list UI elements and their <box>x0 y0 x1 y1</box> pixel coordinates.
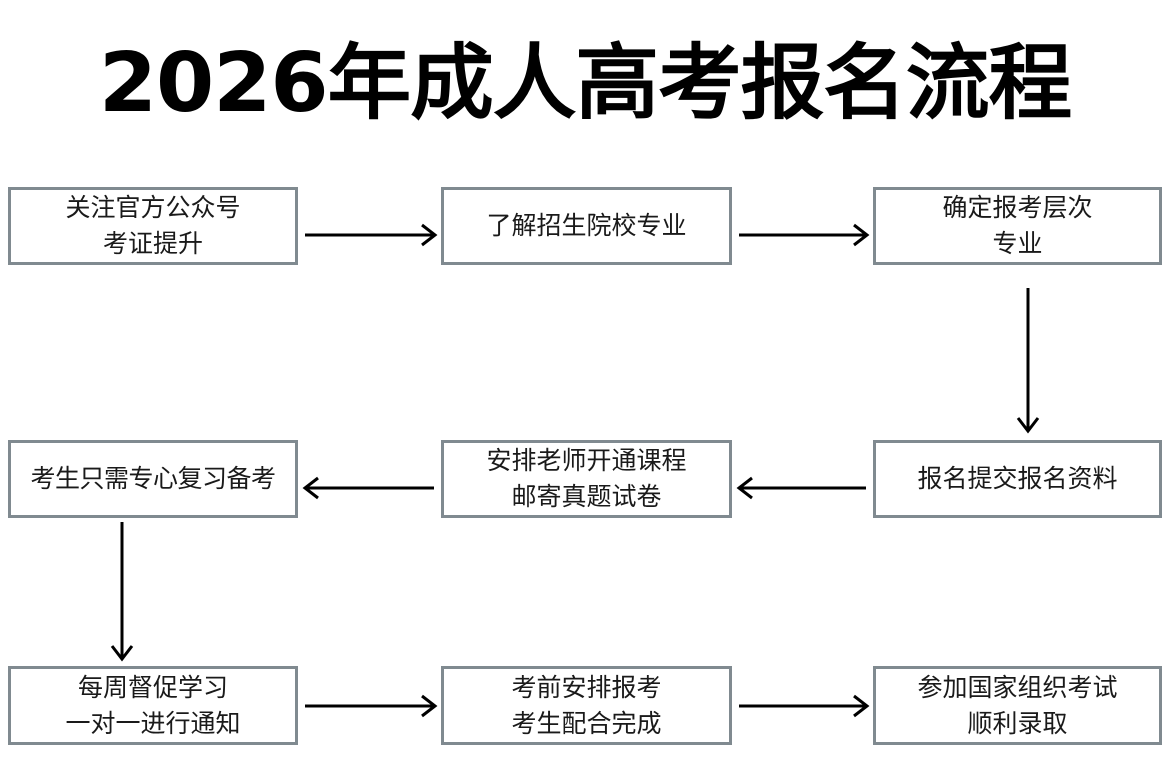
flow-node-line: 考生配合完成 <box>511 708 662 738</box>
flow-node-line: 关注官方公众号 <box>65 193 241 222</box>
flow-node-teacher-course-and-papers[interactable]: 安排老师开通课程 邮寄真题试卷 <box>441 440 732 518</box>
arrow-right-n2-n3 <box>739 223 870 247</box>
flow-node-line: 顺利录取 <box>967 708 1068 738</box>
arrow-down-n3-n4 <box>1016 288 1040 434</box>
flow-node-line: 参加国家组织考试 <box>917 672 1118 702</box>
flow-node-line: 一对一进行通知 <box>65 708 241 738</box>
arrow-right-n1-n2 <box>305 223 438 247</box>
arrow-right-n7-n8 <box>305 694 438 718</box>
flow-node-line: 每周督促学习 <box>77 672 228 702</box>
flow-node-line: 安排老师开通课程 <box>486 446 687 475</box>
flow-node-learn-schools-majors[interactable]: 了解招生院校专业 <box>441 187 732 265</box>
flow-node-line: 考证提升 <box>102 229 203 258</box>
flow-node-submit-application-materials[interactable]: 报名提交报名资料 <box>873 440 1162 518</box>
arrow-left-n5-n6 <box>302 476 434 500</box>
arrow-down-n6-n7 <box>110 522 134 662</box>
page-title: 2026年成人高考报名流程 <box>98 36 1072 131</box>
flow-node-line: 考生只需专心复习备考 <box>30 464 276 493</box>
flow-node-line: 报名提交报名资料 <box>917 464 1118 493</box>
flow-node-pre-exam-registration[interactable]: 考前安排报考 考生配合完成 <box>441 666 732 745</box>
flow-node-student-focus-review[interactable]: 考生只需专心复习备考 <box>8 440 298 518</box>
flow-node-line: 专业 <box>992 229 1043 258</box>
flow-node-confirm-level-major[interactable]: 确定报考层次 专业 <box>873 187 1162 265</box>
flow-node-line: 确定报考层次 <box>942 193 1093 222</box>
arrow-right-n8-n9 <box>739 694 870 718</box>
flow-node-follow-official-account[interactable]: 关注官方公众号 考证提升 <box>8 187 298 265</box>
flow-node-line: 邮寄真题试卷 <box>511 482 662 511</box>
flow-node-line: 了解招生院校专业 <box>486 211 687 240</box>
flow-node-take-exam-and-admitted[interactable]: 参加国家组织考试 顺利录取 <box>873 666 1162 745</box>
flow-node-weekly-study-reminder[interactable]: 每周督促学习 一对一进行通知 <box>8 666 298 745</box>
flow-node-line: 考前安排报考 <box>511 672 662 702</box>
arrow-left-n4-n5 <box>736 476 866 500</box>
